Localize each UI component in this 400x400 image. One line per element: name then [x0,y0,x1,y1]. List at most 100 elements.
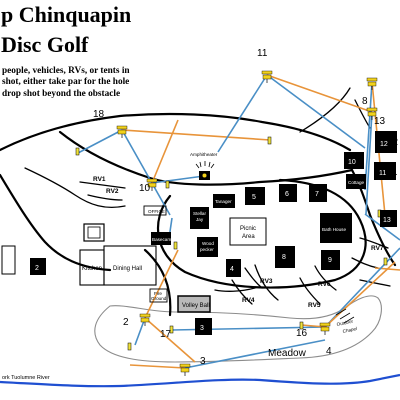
tee-pad [169,325,174,334]
river-line [0,373,400,388]
outbuilding-1-inner [87,226,101,239]
cabin-11-label: 11 [379,170,386,177]
west-building [1,245,16,275]
outbuilding-1 [83,223,105,242]
cabin-5 [245,187,265,205]
basket-icon [146,178,158,191]
picnic-label-2: Area [242,234,255,240]
fairway-18b [77,129,123,154]
fire-ground-label-1: Fire [154,291,162,296]
map-title-line2: Disc Golf [1,32,89,57]
basket-icon [261,70,273,83]
fairway-4 [324,261,396,328]
amphitheater-light [202,173,207,178]
office-label: OFFICE [148,209,165,214]
hole-13-number: 13 [374,116,386,127]
cabin-12 [375,131,397,153]
fire-ground-box [149,288,168,303]
meadow-label: Meadow [268,348,307,359]
outdoor-chapel-benches [335,308,355,324]
fairway-10 [151,175,205,184]
stellar-jay-cabin [190,207,209,229]
cabin-5-label: 5 [252,194,256,201]
map-title-line1: p Chinquapin [1,2,131,27]
road-south-spur [143,248,172,317]
outdoor-chapel-label-2: Chapel [342,326,357,334]
picnic-area [229,217,267,246]
fairway-12 [266,74,366,149]
stellar-jay-label-2: Jay [196,217,204,222]
cabin-3-label: 3 [200,325,204,332]
woodpecker-label-1: Wood [202,241,214,246]
basket-icon [366,77,378,90]
tee-pad [165,180,170,189]
fairway-16b [301,324,326,328]
cottage-label: Cottage [348,180,365,185]
rv7-label: RV7 [371,245,384,252]
baskets [116,70,378,376]
road-rv4 [231,279,253,305]
amphitheater: Amphitheater [190,152,218,180]
rules-note-line3: drop shot beyond the obstacle [2,89,120,99]
buildings: 2 Kitchen Dining Hall OFFICE Basecamp Fi… [1,131,397,335]
road-ring [156,178,367,289]
basket-icon [139,313,151,326]
hole-8-number: 8 [362,96,368,107]
rules-note-line1: people, vehicles, RVs, or tents in [2,66,130,76]
fairway-13 [365,111,373,215]
hole-2-number: 2 [123,317,129,328]
road-inner-upper [299,87,351,133]
tanager-cabin [213,194,235,208]
road-west-loop [24,167,126,209]
rv2-label: RV2 [106,188,119,195]
cabin-8-label: 8 [282,254,286,261]
tee-pad [383,257,388,266]
bath-house-label: Bath House [322,227,346,232]
cabin-7 [309,184,327,202]
fairway-2 [134,317,146,346]
cabin-10 [344,152,364,169]
amphitheater-label: Amphitheater [190,152,218,157]
basket-icon [179,363,191,376]
road-rv6 [314,265,337,291]
road-rv1 [79,181,126,189]
road-rv7 [359,237,389,249]
hole-4-number: 4 [326,346,332,357]
road-rv3 [244,267,263,289]
woodpecker-label-2: pecker [200,247,214,252]
hole-11-number: 11 [257,48,268,59]
river-label: ork Tuolumne River [2,375,50,381]
tee-pad [75,147,80,156]
fairway-10b [151,119,179,184]
tee-pad [299,321,304,330]
road-mid-loop [58,130,354,186]
cabin-7-label: 7 [315,191,319,198]
cabin-2-label: 2 [35,265,39,272]
cabin-10-label: 10 [348,159,356,166]
tee-pad [267,136,272,145]
rv4-label: RV4 [242,297,255,304]
hole-3-number: 3 [200,356,206,367]
road-rv-a [254,264,279,301]
fairway-18 [121,129,171,216]
road-rv-b [299,277,321,305]
tee-pad [127,342,132,351]
fire-ground-label-2: Ground [151,296,167,301]
road-rv-e [359,279,391,287]
cabin-9-label: 9 [328,257,332,264]
tanager-label: Tanager [215,199,232,204]
basket-icon [319,322,331,335]
road-rv2 [87,194,123,201]
basket-icon [116,125,128,138]
dining-hall-label: Dining Hall [113,266,142,272]
dining-hall-building [103,245,157,286]
hole-16-number: 16 [296,328,308,339]
cabin-13 [380,210,397,227]
cabin-4-center-label: 4 [230,266,234,273]
fairway-3c [129,364,186,369]
hole-10-number: 10 [139,183,151,194]
woodpecker-cabin [197,237,218,257]
cabin-11 [374,162,396,180]
kitchen-label: Kitchen [82,266,102,272]
rv5-label: RV5 [308,302,321,309]
